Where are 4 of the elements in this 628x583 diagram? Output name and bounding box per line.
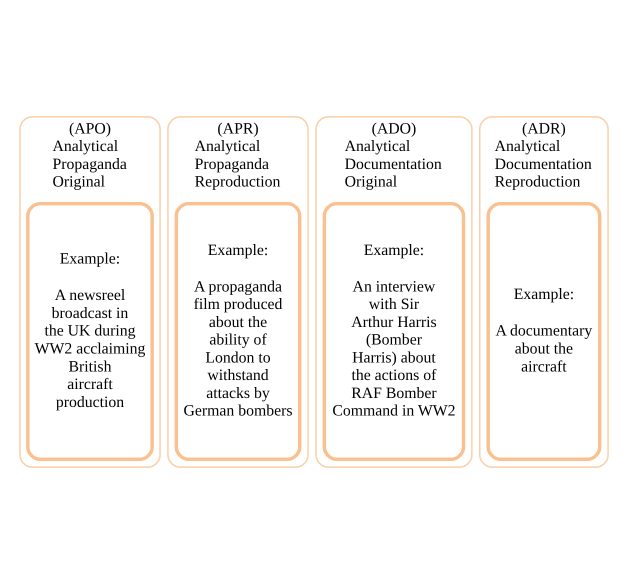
node-box: Example: A documentary about the aircraft [486, 201, 602, 460]
node-box: Example: An interview with Sir Arthur Harris (Bomber Harris) about the actions of RAF Bomber Command in WW2 [322, 201, 466, 460]
node-box: Example: A newsreel broadcast in the UK during WW2 acclaiming British aircraft production [26, 201, 154, 460]
node-box: Example: A propaganda film produced about the ability of London to withstand attacks by German bombers [174, 201, 302, 460]
